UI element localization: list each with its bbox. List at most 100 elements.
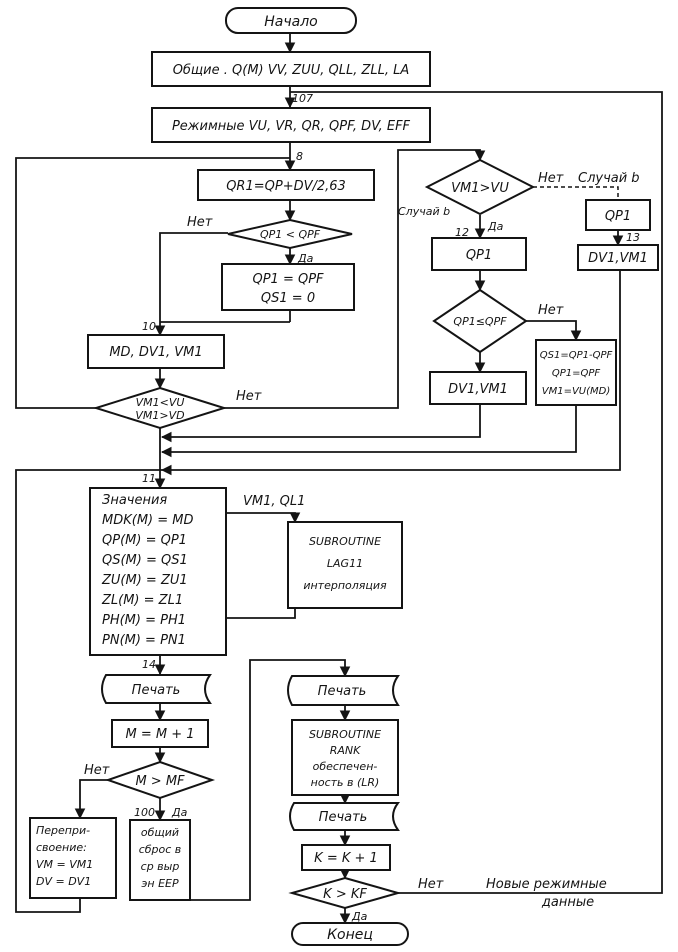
md-dv1-vm1-box [87, 334, 225, 369]
decision-vm1-range [92, 386, 228, 430]
assign-box [221, 263, 355, 311]
label-11: 11 [142, 472, 156, 485]
total-line-4: эн EEP [141, 877, 179, 890]
values-line-2: MDK(M) = MD [102, 513, 194, 528]
decision-k-gt-kf [288, 876, 402, 910]
yes-label-3: Да [171, 806, 188, 819]
start-terminator [225, 7, 357, 34]
sub-lag-line-2: LAG11 [327, 557, 363, 570]
k-increment-label: K = K + 1 [314, 851, 378, 866]
label-10: 10 [142, 320, 156, 333]
qs1-line-3: VM1=VU(MD) [542, 386, 611, 397]
decision-m-gt-mf-label: M > MF [135, 774, 185, 789]
reassign-line-1: Перепри- [36, 824, 90, 837]
no-label-4: Нет [538, 303, 564, 318]
values-line-8: PN(M) = PN1 [102, 633, 186, 648]
qp1-right-box [585, 199, 651, 231]
reassign-line-4: DV = DV1 [36, 875, 91, 888]
print-mid-label: Печать [318, 684, 367, 699]
start-label: Начало [264, 14, 317, 30]
total-line-2: сброс в [139, 843, 182, 856]
decision-vm1-gt-vu-label: VM1>VU [451, 181, 509, 196]
connector-lines [15, 33, 663, 925]
decision-vm1-range-line-2: VM1>VD [135, 409, 184, 422]
qs1-box [535, 339, 617, 406]
values-line-3: QP(M) = QP1 [102, 533, 187, 548]
label-12: 12 [455, 226, 469, 239]
dv1-vm1-right-label: DV1,VM1 [588, 251, 648, 266]
print-mid2-label: Печать [319, 810, 368, 825]
subroutine-rank-box [291, 719, 399, 796]
m-increment-box [111, 719, 209, 748]
qr1-box [197, 169, 375, 201]
reassign-line-2: своение: [36, 841, 87, 854]
common-input-label: Общие . Q(M) VV, ZUU, QLL, ZLL, LA [173, 63, 410, 78]
no-label-2: Нет [236, 389, 262, 404]
decision-vm1-gt-vu [424, 158, 536, 216]
case-b-right: Случай b [578, 171, 640, 186]
print-left-shape [101, 674, 212, 704]
yes-label-4: Да [351, 910, 368, 923]
label-14: 14 [142, 658, 156, 671]
values-line-4: QS(M) = QS1 [102, 553, 188, 568]
label-100: 100 [134, 806, 155, 819]
yes-label-2: Да [487, 220, 504, 233]
values-line-5: ZU(M) = ZU1 [101, 573, 188, 588]
assign-line-1: QP1 = QPF [252, 272, 324, 287]
dv1-vm1-right-box [577, 244, 659, 271]
qp1-right-label: QP1 [605, 209, 631, 224]
no-label-3: Нет [538, 171, 564, 186]
dv1-vm1-label: DV1,VM1 [448, 382, 508, 397]
no-label-1: Нет [187, 215, 213, 230]
sub-lag-line-3: интерполяция [303, 579, 387, 592]
decision-qp1-lt-qpf-label: QP1 < QPF [260, 228, 321, 241]
decision-k-gt-kf-label: K > KF [323, 887, 367, 902]
vm1-ql1-label: VM1, QL1 [243, 494, 305, 509]
common-input-box [151, 51, 431, 87]
dv1-vm1-box [429, 371, 527, 405]
sub-rank-line-2: RANK [330, 744, 361, 757]
sub-rank-line-3: обеспечен- [313, 760, 378, 773]
decision-m-gt-mf [104, 760, 216, 800]
reassign-line-3: VM = VM1 [36, 858, 93, 871]
qr1-label: QR1=QP+DV/2,63 [226, 179, 346, 194]
qs1-line-2: QP1=QPF [552, 368, 601, 379]
values-line-7: PH(M) = PH1 [102, 613, 186, 628]
values-line-1: Значения [102, 493, 167, 508]
md-dv1-vm1-label: MD, DV1, VM1 [109, 345, 202, 360]
sub-rank-line-1: SUBROUTINE [309, 728, 381, 741]
new-regime-line-2: данные [541, 895, 594, 910]
sub-rank-line-4: ность в (LR) [311, 776, 380, 789]
print-mid2-shape [289, 802, 401, 831]
qs1-line-1: QS1=QP1-QPF [540, 350, 613, 361]
regime-input-label: Режимные VU, VR, QR, QPF, DV, EFF [172, 119, 411, 134]
regime-input-box [151, 107, 431, 143]
decision-qp1-le-qpf-label: QP1≤QPF [453, 315, 507, 328]
label-107: 107 [292, 92, 313, 105]
new-regime-line-1: Новые режимные [486, 877, 607, 892]
end-terminator [291, 922, 409, 946]
assign-line-2: QS1 = 0 [261, 291, 315, 306]
decision-qp1-lt-qpf [227, 218, 353, 250]
total-box [129, 819, 191, 901]
k-increment-box [301, 844, 391, 871]
yes-label-1: Да [297, 252, 314, 265]
values-line-6: ZL(M) = ZL1 [101, 593, 183, 608]
sub-lag-line-1: SUBROUTINE [309, 535, 381, 548]
label-13: 13 [626, 231, 640, 244]
print-mid-shape [287, 675, 400, 706]
qp1-label: QP1 [466, 248, 492, 263]
m-increment-label: M = M + 1 [125, 727, 194, 742]
case-b-left: Случай b [398, 205, 450, 218]
total-line-1: общий [141, 826, 179, 839]
decision-qp1-le-qpf [432, 288, 528, 354]
total-line-3: ср выр [141, 860, 180, 873]
reassign-box [29, 817, 117, 899]
no-label-6: Нет [418, 877, 444, 892]
no-label-5: Нет [84, 763, 110, 778]
decision-vm1-range-line-1: VM1<VU [136, 396, 185, 409]
end-label: Конец [327, 927, 373, 943]
label-8: 8 [296, 150, 303, 163]
qp1-box [431, 237, 527, 271]
